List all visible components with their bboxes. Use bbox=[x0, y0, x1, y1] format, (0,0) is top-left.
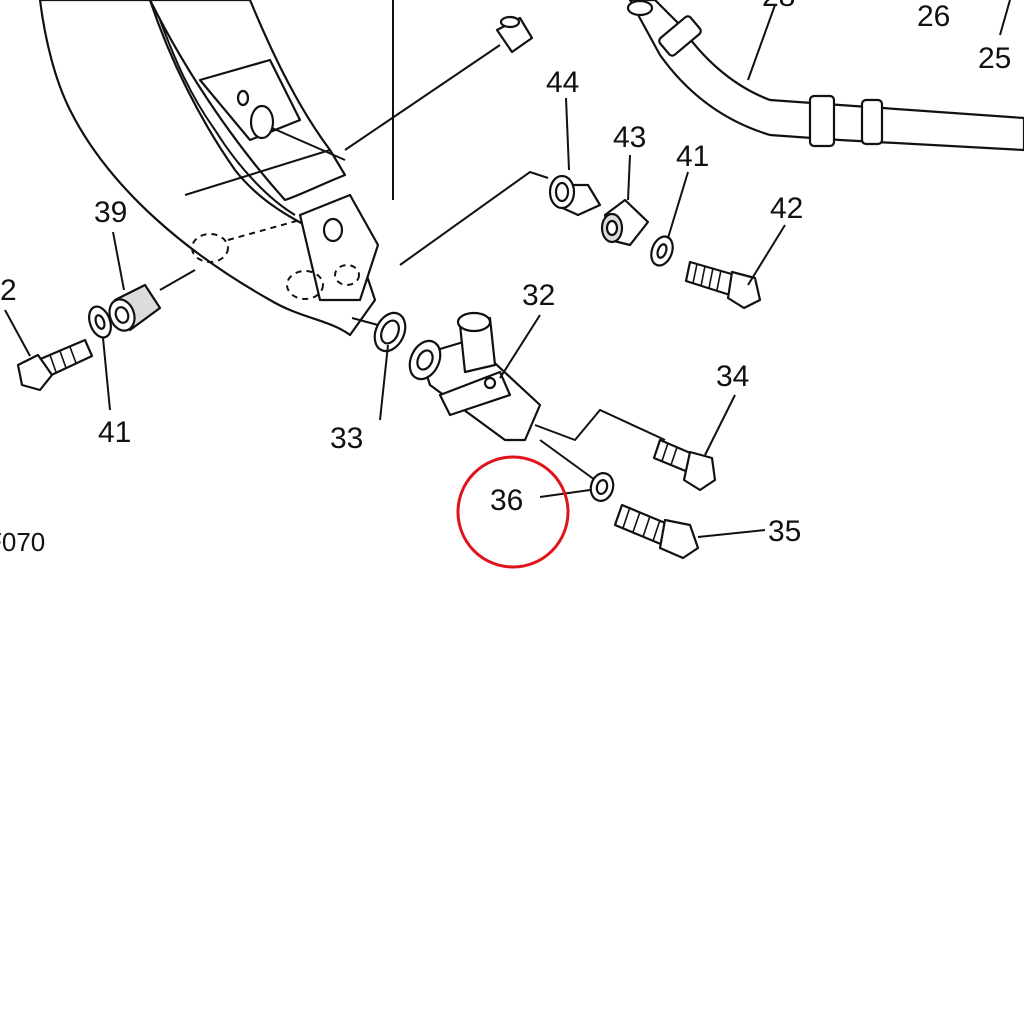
callout-25: 25 bbox=[978, 42, 1011, 75]
bolt-34 bbox=[652, 438, 717, 492]
callout-labels: 25 26 28 44 43 41 42 39 2 41 32 33 34 36… bbox=[0, 0, 1011, 557]
callout-43: 43 bbox=[613, 121, 646, 154]
top-bolt bbox=[344, 15, 534, 151]
highlight-circle bbox=[456, 455, 570, 569]
leader-lines bbox=[4, 0, 1011, 538]
callout-33: 33 bbox=[330, 422, 363, 455]
callout-36: 36 bbox=[490, 484, 523, 517]
callout-26: 26 bbox=[917, 0, 950, 33]
fitting-32 bbox=[408, 311, 542, 442]
callout-35: 35 bbox=[768, 515, 801, 548]
bolt-42-left bbox=[16, 338, 94, 392]
callout-42-right: 42 bbox=[770, 192, 803, 225]
tube-28 bbox=[626, 0, 1024, 152]
bushing-39 bbox=[108, 283, 162, 332]
callout-41-left: 41 bbox=[98, 416, 131, 449]
callout-34: 34 bbox=[716, 360, 749, 393]
washer-33 bbox=[373, 311, 407, 353]
callout-41-right: 41 bbox=[676, 140, 709, 173]
callout-32: 32 bbox=[522, 279, 555, 312]
washer-41-right bbox=[650, 235, 674, 267]
washer-36 bbox=[589, 472, 615, 502]
bracket-housing bbox=[38, 0, 394, 337]
bushing-43 bbox=[600, 198, 650, 247]
callout-42-left: 2 bbox=[0, 274, 17, 307]
drawing-code: F070 bbox=[0, 527, 45, 557]
washer-41-left bbox=[88, 305, 112, 339]
callout-39: 39 bbox=[94, 196, 127, 229]
collar-44 bbox=[548, 174, 602, 217]
callout-44: 44 bbox=[546, 66, 579, 99]
bolt-35 bbox=[613, 503, 700, 560]
callout-28: 28 bbox=[762, 0, 795, 13]
bolt-42 bbox=[684, 260, 762, 310]
